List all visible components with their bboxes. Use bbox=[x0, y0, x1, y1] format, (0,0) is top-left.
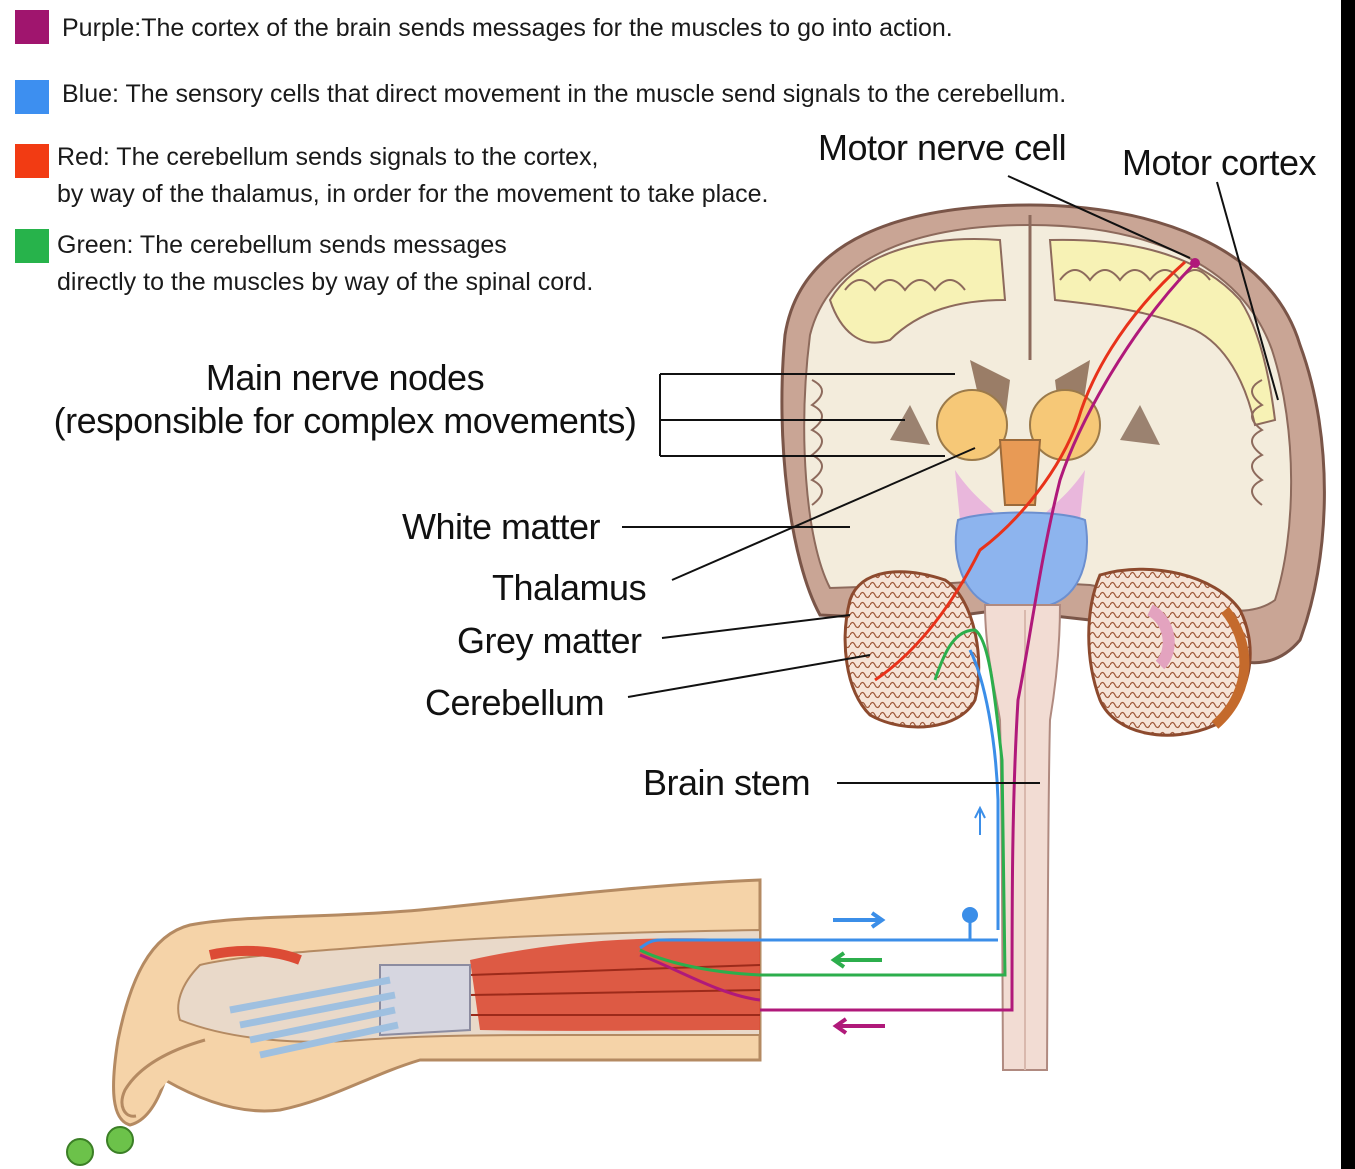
label-white-matter: White matter bbox=[402, 506, 600, 548]
right-edge-bar bbox=[1341, 0, 1355, 1169]
ball-1 bbox=[67, 1139, 93, 1165]
label-main-nerve-nodes-1: Main nerve nodes bbox=[35, 357, 655, 399]
label-main-nerve-nodes-2: (responsible for complex movements) bbox=[35, 400, 655, 442]
label-motor-nerve-cell: Motor nerve cell bbox=[818, 127, 1066, 169]
sensory-ganglion bbox=[962, 907, 978, 923]
blue-up-arrow bbox=[975, 808, 985, 835]
ball-2 bbox=[107, 1127, 133, 1153]
label-grey-matter: Grey matter bbox=[457, 620, 642, 662]
arm-illustration bbox=[114, 880, 760, 1125]
label-brain-stem: Brain stem bbox=[643, 762, 810, 804]
label-motor-cortex: Motor cortex bbox=[1122, 142, 1316, 184]
green-arrow bbox=[834, 953, 882, 967]
blue-arrow bbox=[833, 913, 882, 927]
purple-arrow bbox=[836, 1019, 885, 1033]
label-cerebellum: Cerebellum bbox=[425, 682, 604, 724]
motor-nerve-cell-dot bbox=[1190, 258, 1200, 268]
label-thalamus: Thalamus bbox=[492, 567, 646, 609]
